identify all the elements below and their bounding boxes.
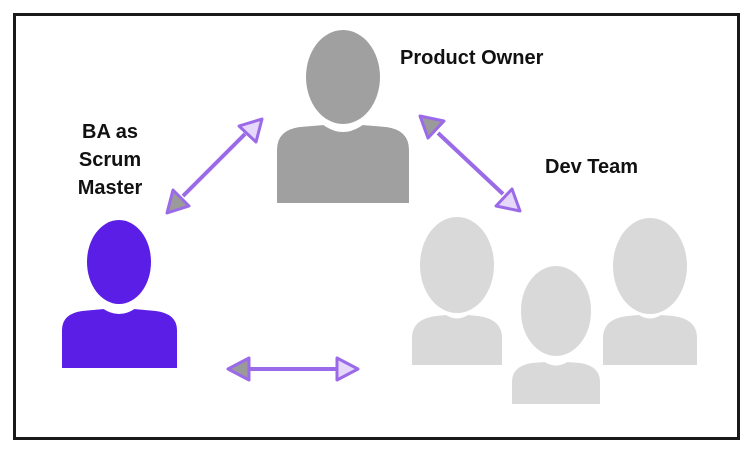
product-owner-icon (273, 30, 413, 207)
dev-team-label: Dev Team (545, 156, 639, 178)
dev-member-right-icon (603, 218, 697, 365)
arrow-ba-to-dev-icon (226, 356, 360, 382)
product-owner-label: Product Owner (400, 47, 544, 69)
ba-scrum-master-label: BA as Scrum Master (55, 118, 165, 202)
dev-team-icon (412, 217, 697, 408)
ba-scrum-master-icon (58, 220, 181, 372)
dev-member-front-icon (508, 262, 604, 408)
ba-label-line-2: Scrum (78, 149, 142, 171)
ba-label-line-3: Master (77, 177, 143, 199)
ba-label-line-1: BA as (82, 121, 138, 143)
arrow-ba-to-po-icon (165, 117, 264, 215)
dev-member-left-icon (412, 217, 502, 365)
arrow-po-to-dev-icon (418, 114, 522, 213)
